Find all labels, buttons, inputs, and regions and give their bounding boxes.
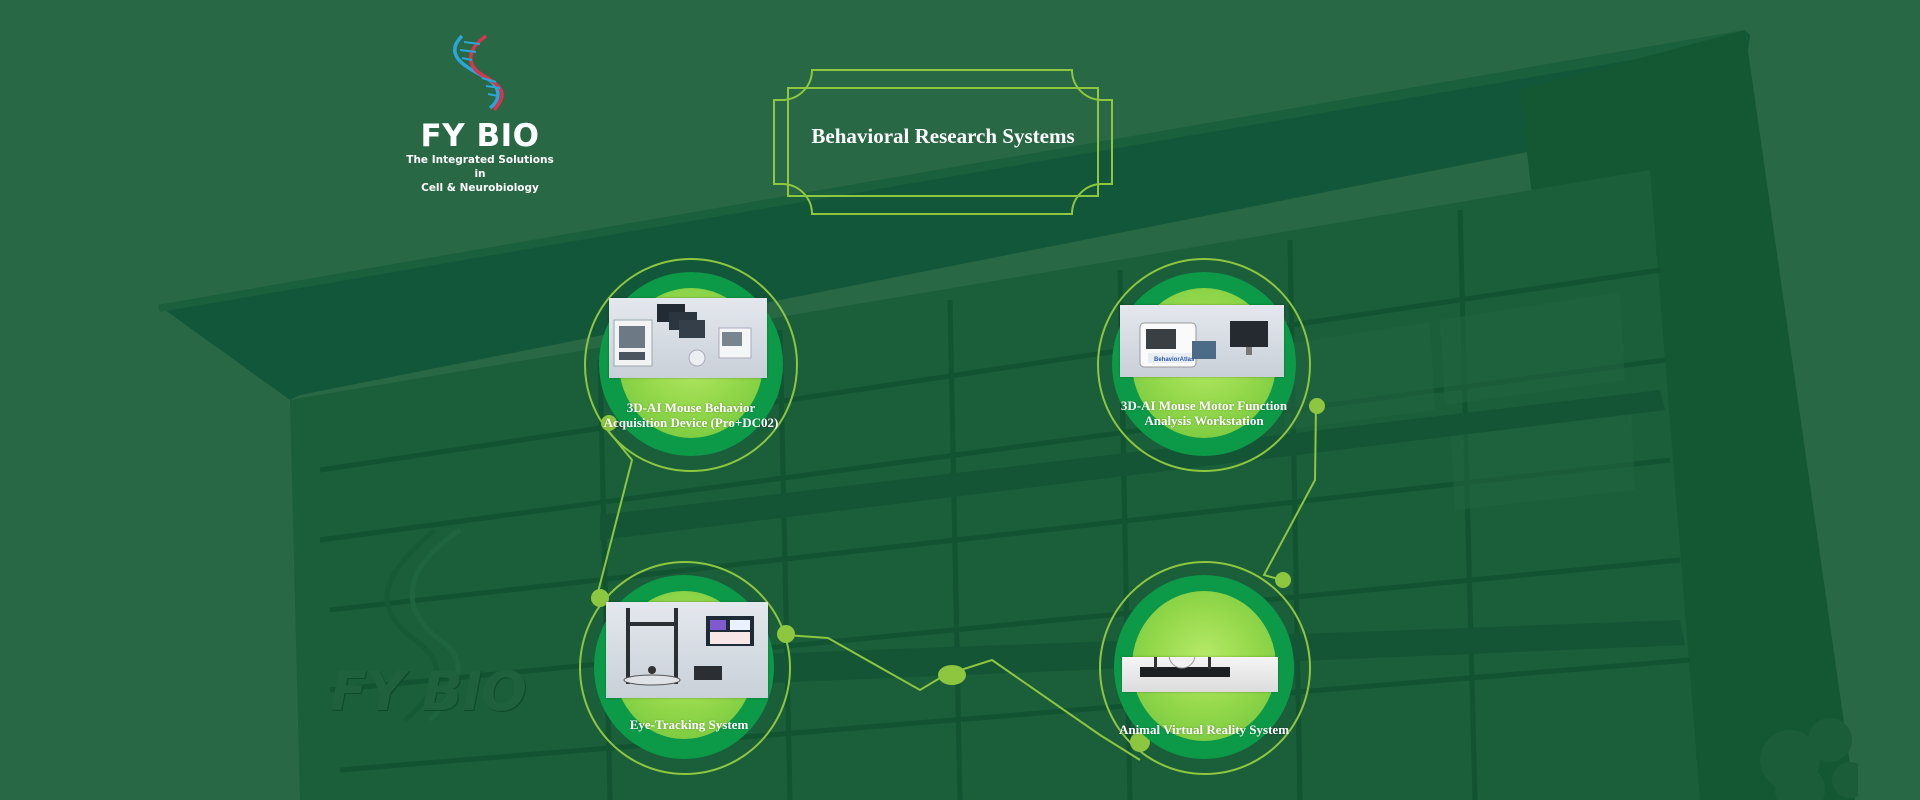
product-label-mouse-behavior[interactable]: 3D-AI Mouse Behavior Acquisition Device … [591,400,791,430]
brand-tagline-1: The Integrated Solutions in [406,154,554,180]
label-line-1: 3D-AI Mouse Behavior [626,400,756,415]
node-ring [584,258,798,472]
product-image-mouse-behavior[interactable] [609,298,767,378]
product-image-mouse-motor[interactable]: BehaviorAtlas [1120,305,1284,377]
node-ring [1099,561,1311,775]
company-logo[interactable]: FY BIO The Integrated Solutions in Cell … [400,30,560,195]
product-image-eye-tracking[interactable] [606,602,768,698]
node-ring [1097,258,1311,472]
dna-helix-icon [453,34,504,112]
title-frame [773,69,1113,215]
product-image-animal-vr[interactable] [1122,657,1278,692]
label-line-2: Acquisition Device (Pro+DC02) [603,415,779,430]
background-sign-logo [384,527,462,722]
brand-name: FY BIO [420,118,540,154]
product-label-animal-vr[interactable]: Animal Virtual Reality System [1104,722,1304,737]
dna-helix-icon [384,527,462,722]
product-label-eye-tracking[interactable]: Eye-Tracking System [594,717,784,732]
label-line-1: 3D-AI Mouse Motor Function [1120,398,1288,413]
label-line-2: Analysis Workstation [1144,413,1264,428]
product-label-mouse-motor[interactable]: 3D-AI Mouse Motor Function Analysis Work… [1104,398,1304,428]
page-title: Behavioral Research Systems [811,124,1075,148]
label-line-1: Animal Virtual Reality System [1118,722,1290,737]
brand-tagline-2: Cell & Neurobiology [421,182,539,194]
label-line-1: Eye-Tracking System [629,717,749,732]
node-ring [579,561,791,775]
product-badge: BehaviorAtlas [1154,357,1195,363]
background-sign-text: FY BIO [330,660,527,723]
